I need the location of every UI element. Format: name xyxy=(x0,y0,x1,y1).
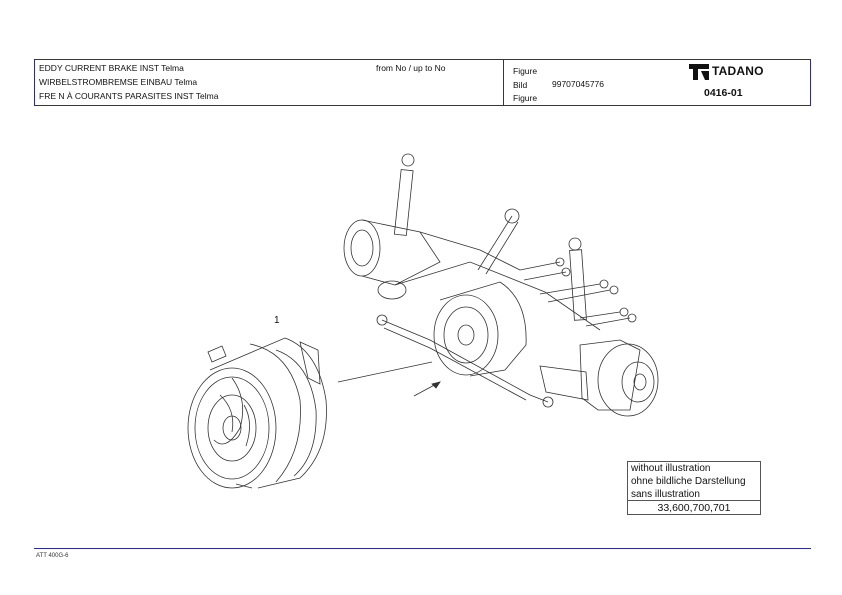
part-number: 99707045776 xyxy=(552,79,605,89)
footer-rule xyxy=(34,548,811,549)
legend-german: ohne bildliche Darstellung xyxy=(631,476,746,487)
footer-code: ATT 400G-6 xyxy=(36,553,69,559)
legend-english: without illustration xyxy=(631,463,711,474)
title-english: EDDY CURRENT BRAKE INST Telma xyxy=(39,63,184,73)
brand-name: TADANO xyxy=(712,64,764,78)
title-block xyxy=(34,59,811,106)
tadano-logo-icon xyxy=(689,64,709,80)
eddy-current-brake-illustration xyxy=(187,337,327,489)
title-block-divider xyxy=(503,60,504,105)
title-german: WIRBELSTROMBREMSE EINBAU Telma xyxy=(39,77,198,87)
label-figure-en: Figure xyxy=(513,66,538,76)
axle-assembly-illustration xyxy=(343,153,659,417)
legend-box: without illustration ohne bildliche Dars… xyxy=(627,461,761,515)
title-french: FRE N À COURANTS PARASITES INST Telma xyxy=(39,91,219,101)
serial-range: from No / up to No xyxy=(376,63,446,73)
label-figure-fr: Figure xyxy=(513,93,538,103)
legend-item-numbers: 33,600,700,701 xyxy=(657,502,731,514)
document-number: 0416-01 xyxy=(704,87,743,99)
legend-french: sans illustration xyxy=(631,489,700,500)
label-bild: Bild xyxy=(513,80,528,90)
legend-divider xyxy=(628,500,760,501)
callout-number: 1 xyxy=(274,315,280,326)
